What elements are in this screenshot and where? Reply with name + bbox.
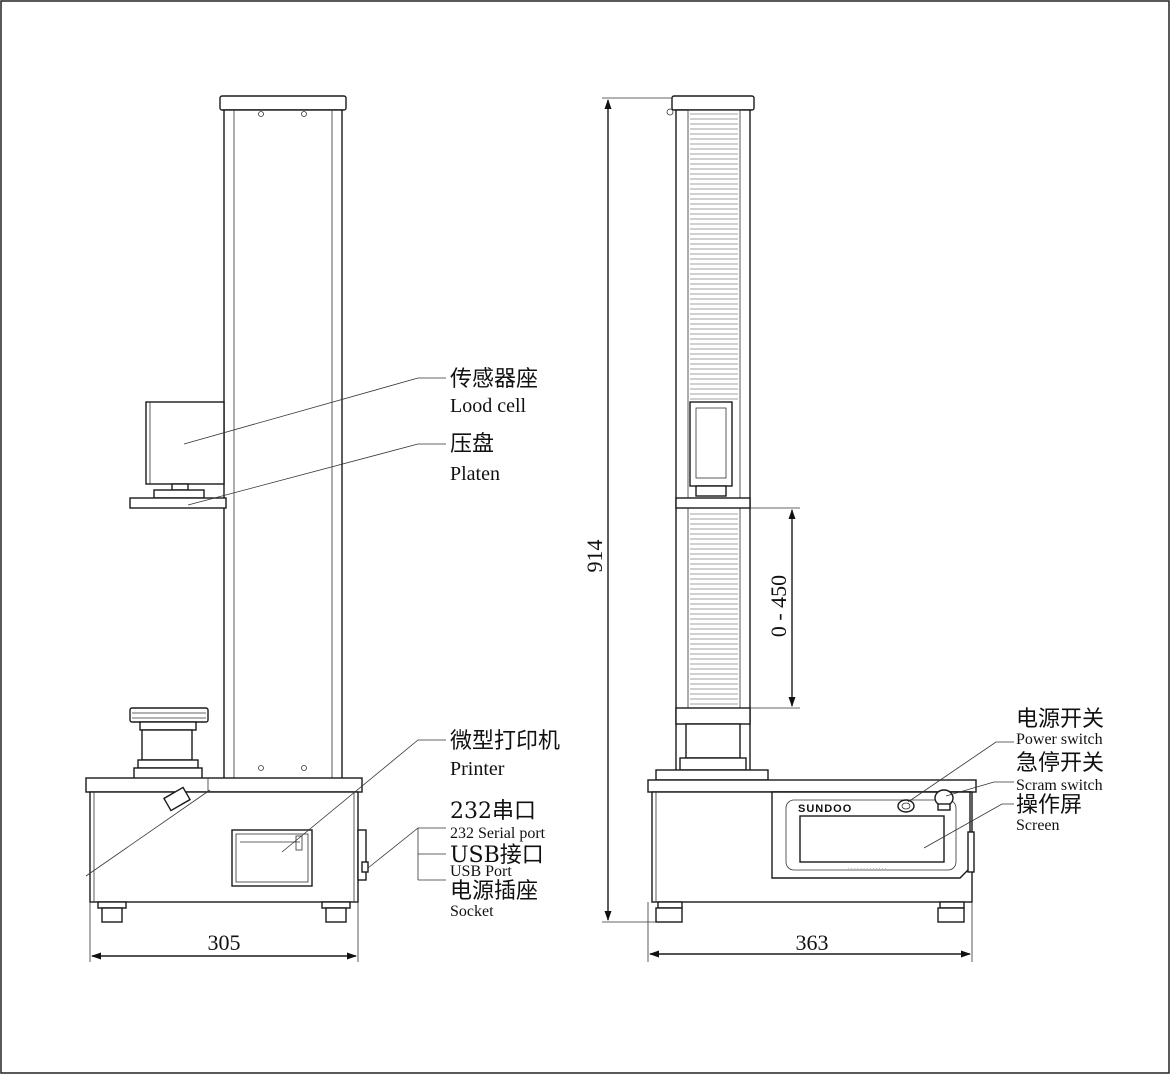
side-crosshead <box>675 497 751 509</box>
printer-label-en: Printer <box>450 758 505 780</box>
front-callouts: 传感器座 Lood cell 压盘 Platen 微型打印机 Printer 2… <box>85 367 560 920</box>
width-side-value: 363 <box>796 930 829 955</box>
printer <box>231 829 313 887</box>
screw <box>301 111 307 117</box>
load-cell-label-zh: 传感器座 <box>450 367 538 392</box>
side-foot <box>655 907 683 923</box>
side-view: SUNDOO · · · · · · · · · · · · · 914 0 -… <box>582 95 977 962</box>
serial-label-en: 232 Serial port <box>450 825 546 842</box>
side-callouts: 电源开关 Power switch 急停开关 Scram switch 操作屏 … <box>907 707 1104 849</box>
column-top-cap <box>219 95 347 111</box>
screw <box>258 111 264 117</box>
screw <box>301 765 307 771</box>
load-cell-label-en: Lood cell <box>450 395 527 417</box>
power-switch <box>897 799 915 813</box>
base-top-plate <box>85 777 363 793</box>
screen-label-en: Screen <box>1016 817 1060 834</box>
side-base-top <box>647 779 977 793</box>
travel-value: 0 - 450 <box>766 575 791 637</box>
platen-label-zh: 压盘 <box>450 432 494 457</box>
printer-label-zh: 微型打印机 <box>450 729 560 754</box>
power-label-en: Power switch <box>1016 731 1103 748</box>
front-view: 305 <box>85 95 369 962</box>
foot <box>101 907 123 923</box>
brand-logo: SUNDOO <box>798 803 852 815</box>
serial-label-zh: 232串口 <box>450 799 536 824</box>
upper-platen <box>129 497 227 509</box>
scram-label-en: Scram switch <box>1016 777 1103 794</box>
side-load-cell <box>689 401 733 487</box>
side-foot <box>937 907 965 923</box>
panel-caption: · · · · · · · · · · · · · <box>848 866 887 872</box>
screw <box>258 765 264 771</box>
side-column-cap <box>671 95 755 111</box>
lower-platen <box>129 707 209 723</box>
usb-label-zh: USB接口 <box>450 843 544 868</box>
power-label-zh: 电源开关 <box>1016 707 1104 732</box>
screen-label-zh: 操作屏 <box>1016 793 1082 818</box>
column <box>223 109 343 783</box>
lead-screw <box>690 113 738 780</box>
base-body <box>89 791 359 903</box>
foot <box>325 907 347 923</box>
socket-label-zh: 电源插座 <box>450 879 538 904</box>
operation-screen <box>799 815 945 863</box>
socket-label-en: Socket <box>450 903 494 920</box>
width-front-value: 305 <box>208 930 241 955</box>
usb-label-en: USB Port <box>450 863 512 880</box>
platen-label-en: Platen <box>450 463 500 485</box>
height-value: 914 <box>582 540 607 573</box>
scram-label-zh: 急停开关 <box>1016 751 1104 776</box>
load-cell-housing <box>145 401 225 485</box>
side-lower-crosshead <box>675 707 751 725</box>
